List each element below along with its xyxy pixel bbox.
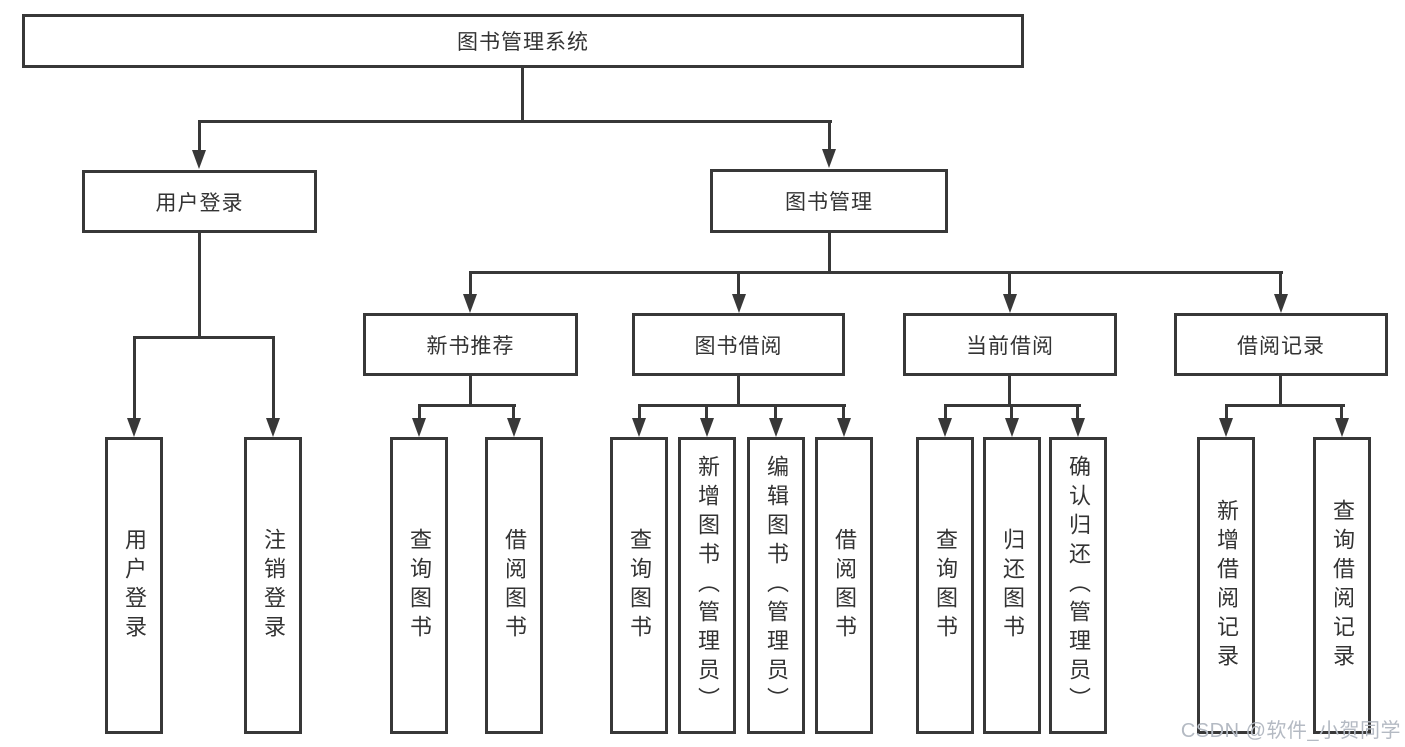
- leaf-query-books-current: 查询图书: [916, 437, 974, 734]
- leaf-edit-book-admin: 编辑图书（管理员）: [747, 437, 805, 734]
- arrowhead-down-icon: [938, 418, 952, 437]
- leaf-label: 新增图书（管理员）: [695, 455, 720, 716]
- node-label: 当前借阅: [966, 334, 1054, 358]
- line-segment: [1076, 404, 1079, 419]
- line-segment: [512, 404, 515, 419]
- leaf-label: 编辑图书（管理员）: [764, 455, 789, 716]
- line-segment: [774, 404, 777, 419]
- leaf-query-borrow-record: 查询借阅记录: [1313, 437, 1371, 734]
- line-segment: [1225, 404, 1345, 407]
- node-label: 借阅记录: [1237, 334, 1325, 358]
- line-segment: [133, 336, 136, 419]
- leaf-confirm-return-admin: 确认归还（管理员）: [1049, 437, 1107, 734]
- leaf-label: 查询图书: [407, 527, 432, 644]
- arrowhead-down-icon: [127, 418, 141, 437]
- line-segment: [737, 271, 740, 295]
- line-segment: [1010, 404, 1013, 419]
- node-label: 图书管理系统: [457, 31, 589, 54]
- line-segment: [944, 404, 947, 419]
- line-segment: [638, 404, 846, 407]
- line-segment: [521, 68, 524, 121]
- leaf-label: 查询借阅记录: [1330, 498, 1355, 673]
- leaf-add-borrow-record: 新增借阅记录: [1197, 437, 1255, 734]
- line-segment: [1279, 376, 1282, 406]
- node-label: 图书管理: [785, 191, 873, 214]
- line-segment: [828, 233, 831, 273]
- line-segment: [469, 376, 472, 406]
- leaf-label: 归还图书: [1000, 527, 1025, 644]
- line-segment: [469, 271, 472, 295]
- arrowhead-down-icon: [732, 294, 746, 313]
- leaf-query-books-recommendation: 查询图书: [390, 437, 448, 734]
- leaf-logout: 注销登录: [244, 437, 302, 734]
- line-segment: [705, 404, 708, 419]
- leaf-return-books: 归还图书: [983, 437, 1041, 734]
- leaf-label: 用户登录: [122, 527, 147, 644]
- line-segment: [1008, 376, 1011, 406]
- line-segment: [1340, 404, 1343, 419]
- line-segment: [133, 336, 275, 339]
- arrowhead-down-icon: [507, 418, 521, 437]
- line-segment: [1225, 404, 1228, 419]
- line-segment: [198, 120, 832, 123]
- arrowhead-down-icon: [192, 150, 206, 169]
- leaf-add-book-admin: 新增图书（管理员）: [678, 437, 736, 734]
- arrowhead-down-icon: [632, 418, 646, 437]
- arrowhead-down-icon: [463, 294, 477, 313]
- leaf-borrow-books-recommendation: 借阅图书: [485, 437, 543, 734]
- arrowhead-down-icon: [1071, 418, 1085, 437]
- leaf-label: 查询图书: [627, 527, 652, 644]
- arrowhead-down-icon: [837, 418, 851, 437]
- line-segment: [198, 233, 201, 338]
- line-segment: [842, 404, 845, 419]
- node-label: 新书推荐: [426, 334, 515, 358]
- node-current-borrowing: 当前借阅: [903, 313, 1117, 376]
- line-segment: [737, 376, 740, 406]
- line-segment: [198, 120, 201, 151]
- leaf-label: 查询图书: [933, 527, 958, 644]
- line-segment: [418, 404, 421, 419]
- node-user-login: 用户登录: [82, 170, 317, 233]
- leaf-label: 新增借阅记录: [1214, 498, 1239, 673]
- line-segment: [1008, 271, 1011, 295]
- arrowhead-down-icon: [1003, 294, 1017, 313]
- leaf-borrow-books-borrowing: 借阅图书: [815, 437, 873, 734]
- arrowhead-down-icon: [412, 418, 426, 437]
- line-segment: [469, 271, 1283, 274]
- arrowhead-down-icon: [1274, 294, 1288, 313]
- node-new-book-recommendation: 新书推荐: [363, 313, 578, 376]
- arrowhead-down-icon: [1005, 418, 1019, 437]
- leaf-label: 借阅图书: [502, 527, 527, 644]
- leaf-user-login: 用户登录: [105, 437, 163, 734]
- node-book-management: 图书管理: [710, 169, 948, 233]
- node-library-management-system: 图书管理系统: [22, 14, 1024, 68]
- node-book-borrowing: 图书借阅: [632, 313, 845, 376]
- leaf-label: 注销登录: [261, 527, 286, 644]
- line-segment: [1279, 271, 1282, 295]
- arrowhead-down-icon: [700, 418, 714, 437]
- line-segment: [272, 336, 275, 419]
- node-borrowing-records: 借阅记录: [1174, 313, 1388, 376]
- leaf-label: 确认归还（管理员）: [1066, 455, 1091, 716]
- leaf-query-books-borrowing: 查询图书: [610, 437, 668, 734]
- node-label: 用户登录: [155, 191, 244, 215]
- arrowhead-down-icon: [266, 418, 280, 437]
- line-segment: [638, 404, 641, 419]
- node-label: 图书借阅: [694, 334, 783, 358]
- arrowhead-down-icon: [1219, 418, 1233, 437]
- line-segment: [418, 404, 516, 407]
- line-segment: [828, 120, 831, 150]
- leaf-label: 借阅图书: [832, 527, 857, 644]
- arrowhead-down-icon: [1335, 418, 1349, 437]
- arrowhead-down-icon: [822, 149, 836, 168]
- arrowhead-down-icon: [769, 418, 783, 437]
- watermark: CSDN @软件_小贺同学: [1180, 720, 1401, 742]
